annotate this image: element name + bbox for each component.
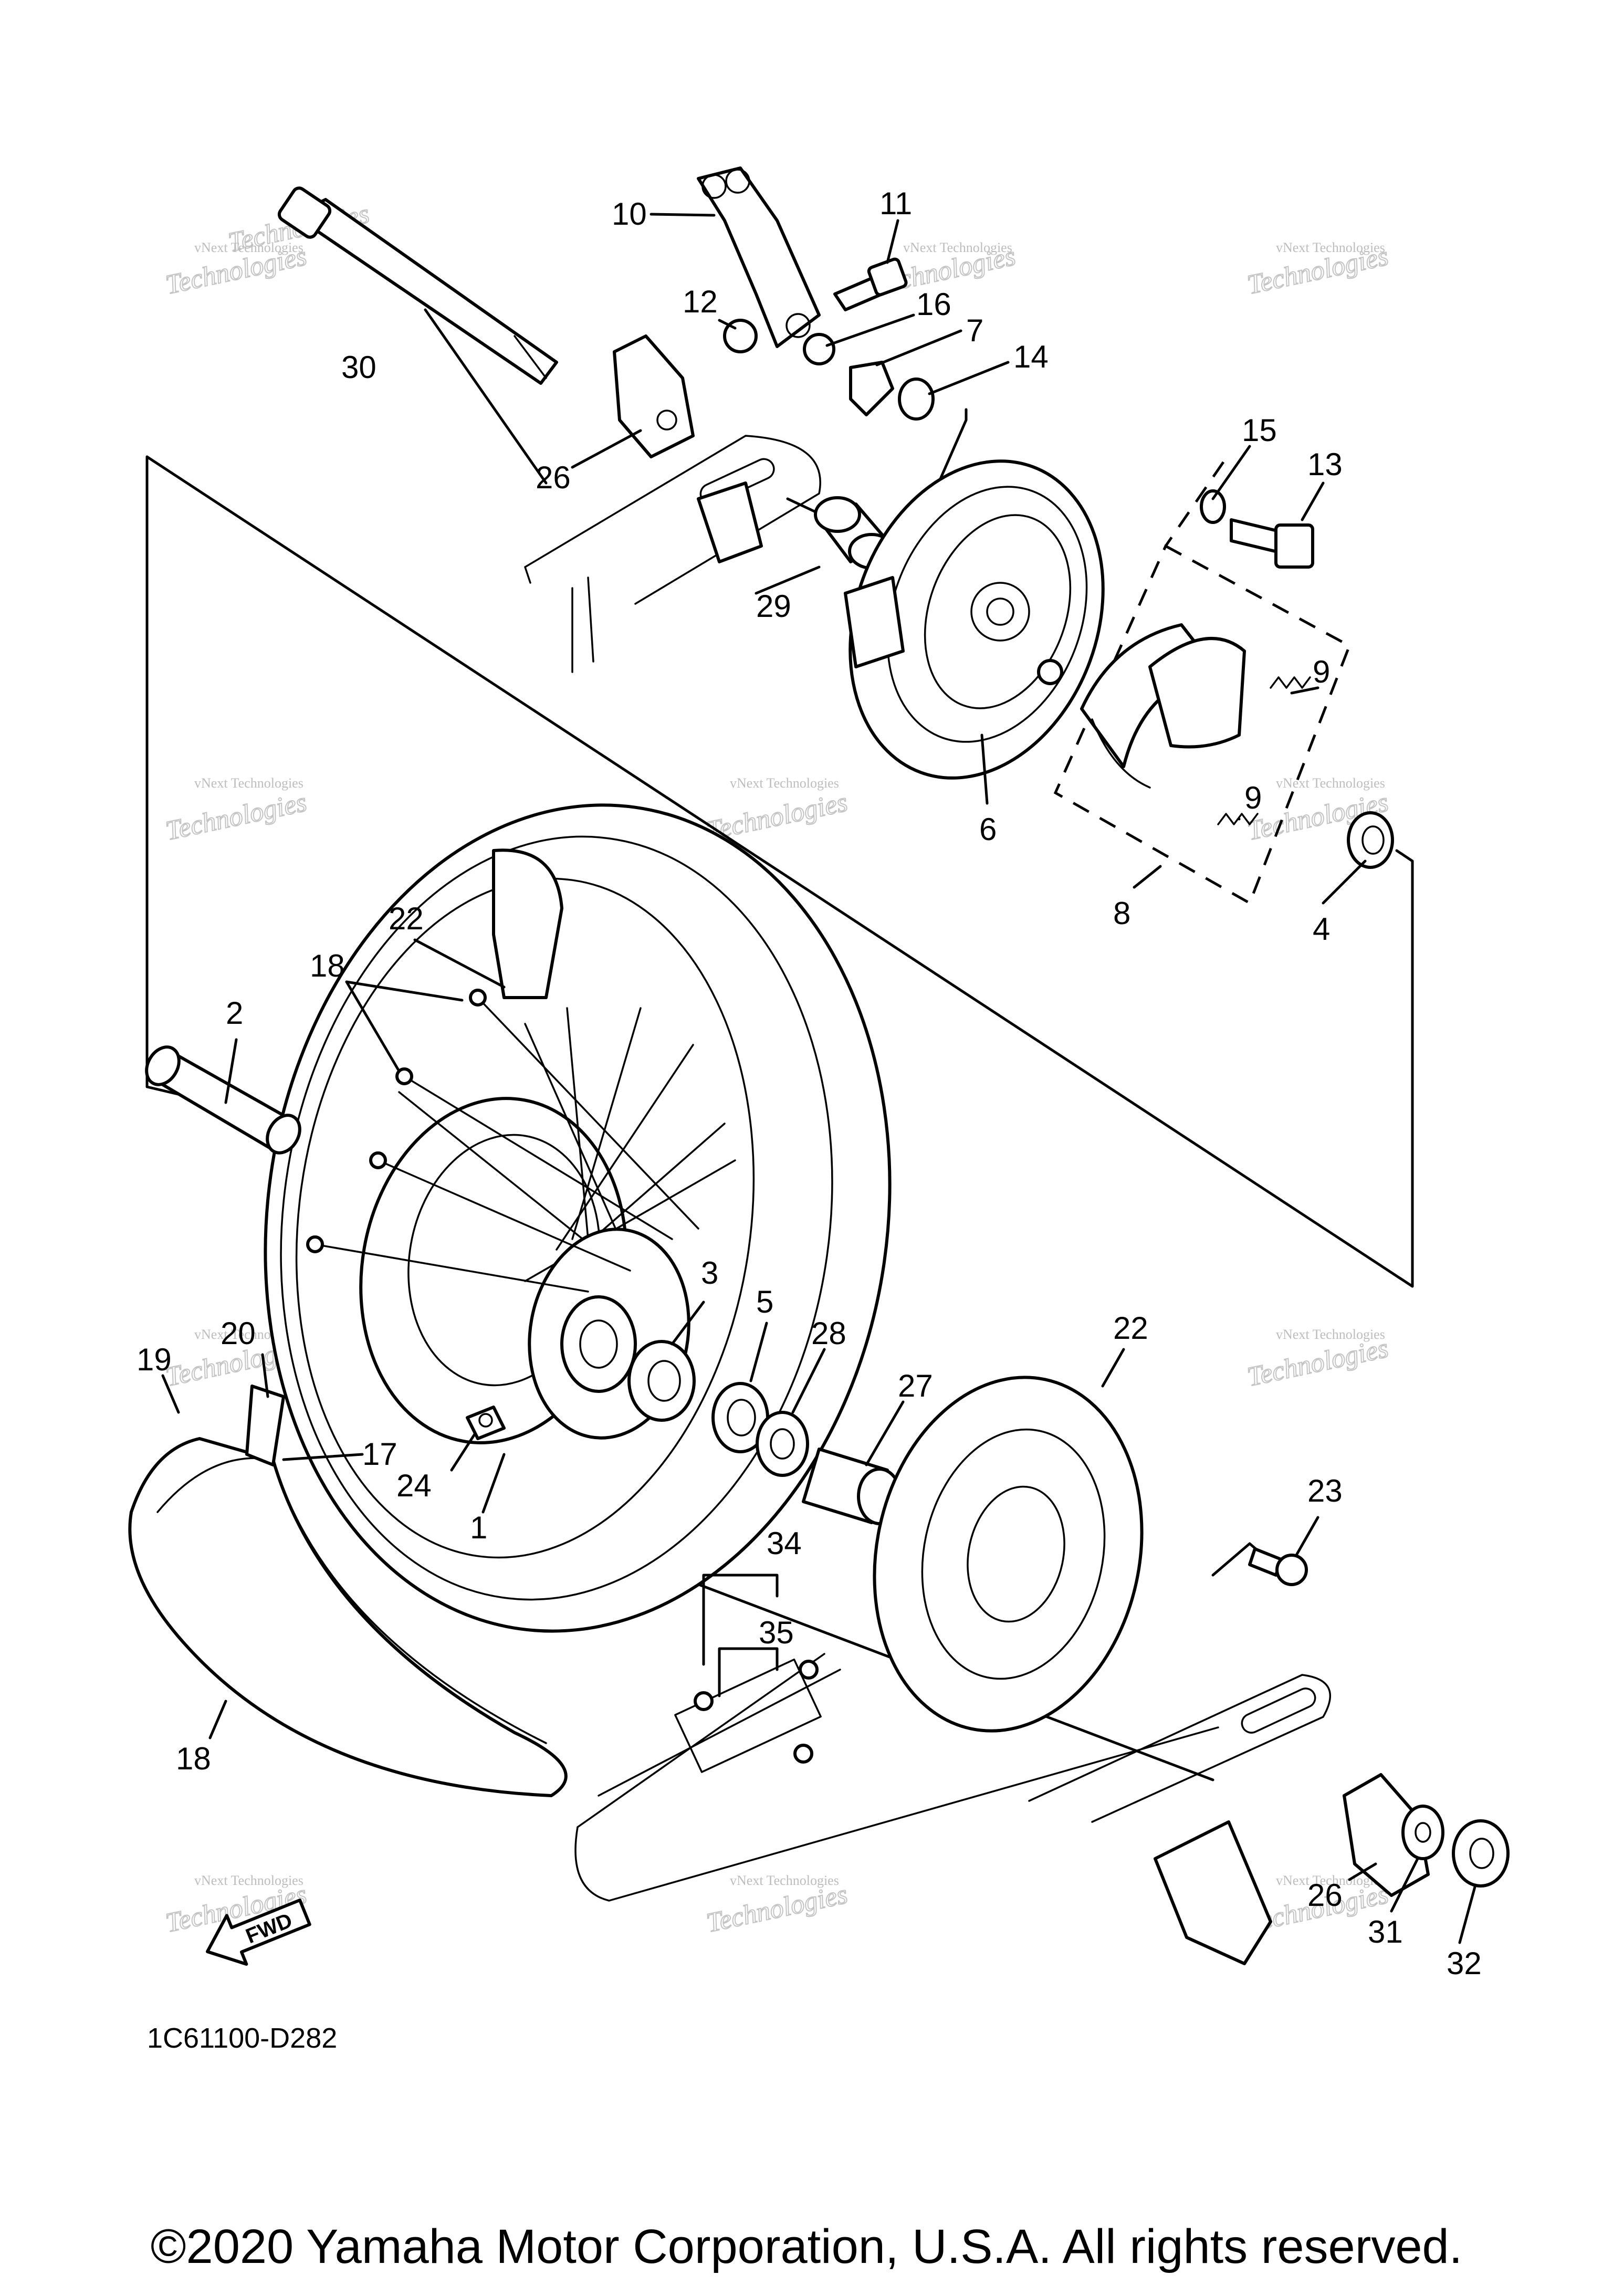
washer-32 xyxy=(1401,1805,1444,1860)
callout-5: 5 xyxy=(756,1284,773,1319)
callout-11: 11 xyxy=(879,186,912,221)
sprocket-23 xyxy=(873,1376,1144,1733)
spokes-18 xyxy=(306,989,699,1293)
leader-lines xyxy=(161,213,1477,1944)
watermark-large: Technologies xyxy=(704,1879,850,1938)
nut-25 xyxy=(466,1406,506,1440)
watermark-small: vNext Technologies xyxy=(730,1873,839,1888)
callout-24: 23 xyxy=(1307,1473,1343,1508)
o-ring-15 xyxy=(1200,489,1226,524)
chain-puller-26 xyxy=(613,334,695,458)
callout-30: 29 xyxy=(756,589,791,624)
watermark-large: Technologies xyxy=(163,787,309,846)
camshaft-13 xyxy=(1230,518,1314,569)
callout-31: 30 xyxy=(341,350,376,385)
swingarm-bottom xyxy=(1028,1674,1332,1965)
callout-1: 1 xyxy=(470,1510,487,1545)
collar-29 xyxy=(756,1411,809,1477)
callout-25: 24 xyxy=(396,1468,432,1503)
callout-9-bottom: 9 xyxy=(1244,780,1262,815)
axle-nut-33 xyxy=(1452,1819,1510,1888)
rim-band-22 xyxy=(492,848,563,999)
axle-31 xyxy=(277,186,558,385)
callout-17: 17 xyxy=(362,1437,397,1472)
watermark-large: Technologies xyxy=(1245,1333,1391,1392)
watermark-small: vNext Technologies xyxy=(194,1873,303,1888)
callout-28: 27 xyxy=(898,1368,933,1403)
pin-7 xyxy=(849,361,894,416)
callout-12: 12 xyxy=(683,284,718,319)
callout-3: 3 xyxy=(701,1255,718,1291)
callout-35: 35 xyxy=(759,1615,794,1650)
drive-chain-34 xyxy=(574,1653,1219,1902)
callout-20: 19 xyxy=(137,1342,172,1377)
callout-4: 4 xyxy=(1313,911,1330,947)
clip-21 xyxy=(245,1385,285,1466)
watermark-small: vNext Technologies xyxy=(194,775,303,791)
callout-21: 20 xyxy=(221,1316,256,1351)
callout-34: 34 xyxy=(767,1526,802,1561)
brake-plate-6 xyxy=(844,459,1105,780)
callout-33: 32 xyxy=(1447,1946,1482,1981)
callout-8: 8 xyxy=(1113,896,1130,931)
watermark-small: vNext Technologies xyxy=(903,240,1012,255)
spacer-2 xyxy=(145,1045,301,1155)
watermark-small: vNext Technologies xyxy=(730,775,839,791)
swingarm-top xyxy=(524,435,821,673)
callout-9-top: 9 xyxy=(1313,654,1330,689)
copyright-notice: ©2020 Yamaha Motor Corporation, U.S.A. A… xyxy=(151,2220,1462,2273)
callout-2: 2 xyxy=(226,995,243,1031)
callout-32: 31 xyxy=(1368,1914,1403,1949)
brake-group-link xyxy=(1164,461,1225,547)
watermark-small: vNext Technologies xyxy=(1276,775,1385,791)
seal-14 xyxy=(898,378,935,421)
watermark-small: vNext Technologies xyxy=(1276,1327,1385,1342)
watermark-small: vNext Technologies xyxy=(194,240,303,255)
bearing-3 xyxy=(627,1340,696,1422)
callout-labels: 10 11 12 16 7 14 30 26 15 13 29 9 9 6 8 … xyxy=(137,186,1482,1981)
callout-14: 14 xyxy=(1013,339,1049,374)
bolt-11 xyxy=(833,257,908,311)
callout-22: 22 xyxy=(389,901,424,936)
callout-10: 10 xyxy=(612,196,647,232)
callout-6: 6 xyxy=(979,812,997,847)
watermark-small: vNext Technologies xyxy=(1276,240,1385,255)
chain-puller-27 xyxy=(1343,1773,1430,1897)
drawing-code: 1C61100-D282 xyxy=(147,2022,337,2054)
callout-18: 18 xyxy=(310,948,345,983)
washer-16 xyxy=(803,333,835,365)
callout-27: 26 xyxy=(1307,1878,1343,1913)
callout-19: 18 xyxy=(176,1741,211,1776)
brake-arm-10 xyxy=(697,166,821,348)
callout-7: 7 xyxy=(966,313,983,348)
callout-29: 28 xyxy=(811,1316,846,1351)
callout-13: 13 xyxy=(1307,447,1343,482)
bolt-24 xyxy=(1248,1547,1308,1586)
seal-5 xyxy=(711,1382,769,1453)
callout-26: 26 xyxy=(536,460,571,495)
callout-16: 16 xyxy=(916,287,951,322)
brake-shoes-8 xyxy=(1080,623,1246,789)
bearing-4 xyxy=(1347,811,1394,869)
callout-23: 22 xyxy=(1113,1310,1148,1346)
callout-15: 15 xyxy=(1242,413,1277,448)
spring-9 xyxy=(1270,676,1311,689)
rear-wheel xyxy=(264,803,892,1633)
